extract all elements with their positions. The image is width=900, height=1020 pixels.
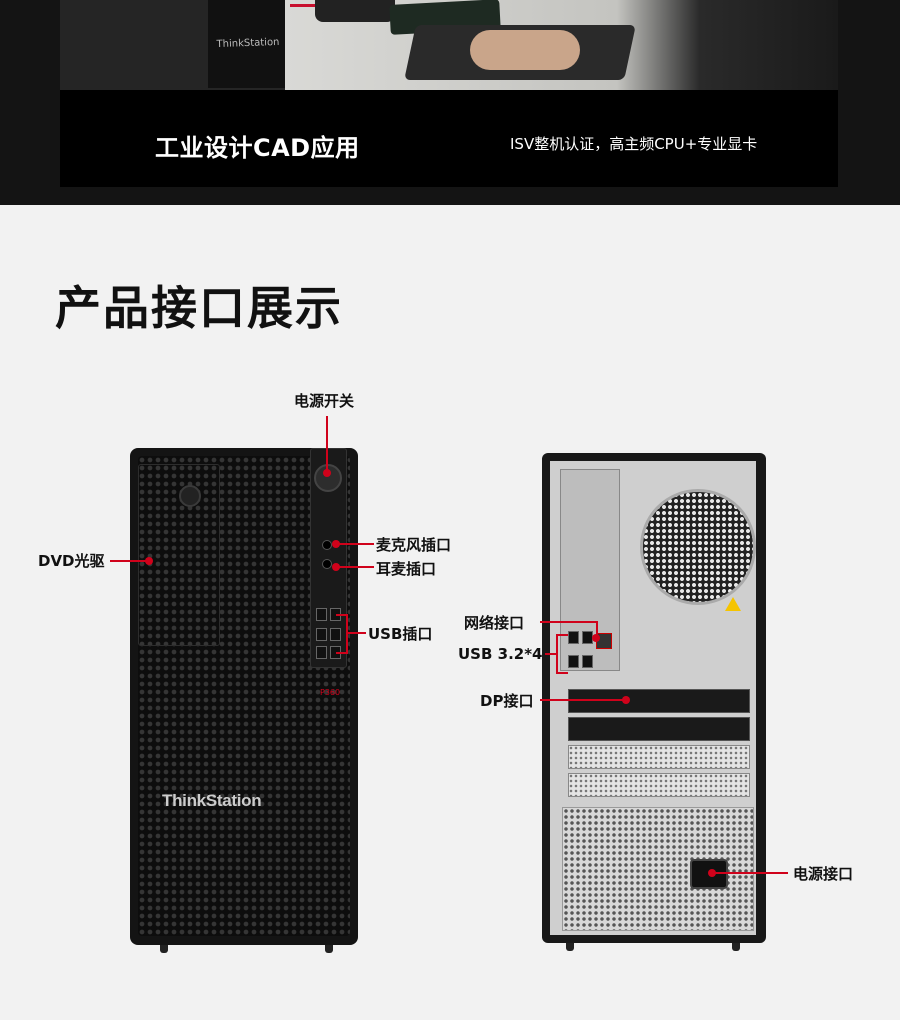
power-socket [690,859,728,889]
tower-foot [566,943,574,951]
expansion-slot [568,745,750,769]
dvd-eject-button [179,485,201,507]
callout-dot [323,469,331,477]
usb-port [582,655,593,668]
callout-network: 网络接口 [464,614,525,632]
graphics-card-slot [568,717,750,741]
callout-dot [622,696,630,704]
mic-jack [322,540,332,550]
rear-tower [542,453,766,951]
callout-line [346,632,366,634]
callout-line [712,872,788,874]
usb-port [316,608,327,621]
banner-left-text: 工业设计CAD应用 [155,134,360,162]
section-title: 产品接口展示 [55,281,343,335]
callout-line [556,634,568,636]
headphone-jack [322,559,332,569]
usb-port [316,646,327,659]
callout-front-usb: USB插口 [368,625,433,643]
callout-line [545,653,557,655]
callout-dp: DP接口 [480,692,534,710]
callout-dot [332,563,340,571]
banner-right-text: ISV整机认证，高主频CPU+专业显卡 [510,135,758,153]
callout-line [540,621,596,623]
callout-line [540,699,626,701]
callout-line [556,672,568,674]
usb-port [568,631,579,644]
workstation-photo: ThinkStation [60,0,838,90]
tower-foot [732,943,740,951]
model-badge: P360 [320,688,341,697]
dvd-drive-bay [138,464,220,646]
expansion-slot [568,773,750,797]
rear-panel [550,461,756,935]
usb-port [568,655,579,668]
callout-mic: 麦克风插口 [376,536,452,554]
callout-line [326,416,328,472]
callout-power-socket: 电源接口 [793,865,854,883]
callout-dot [592,634,600,642]
tower-foot [160,945,168,953]
feature-banner: ThinkStation 工业设计CAD应用 ISV整机认证，高主频CPU+专业… [0,0,900,205]
callout-rear-usb: USB 3.2*4 [458,645,543,663]
callout-dot [145,557,153,565]
callout-bracket [556,634,558,674]
caution-icon [725,597,741,611]
tower-foot [325,945,333,953]
callout-line [596,621,598,635]
callout-line [336,543,374,545]
callout-bracket [346,614,348,654]
usb-port [330,628,341,641]
thinkstation-logo: ThinkStation [162,791,262,810]
callout-line [336,614,348,616]
front-tower: P360 ThinkStation [130,448,358,953]
rear-fan [640,489,756,605]
callout-headphone: 耳麦插口 [376,560,437,578]
callout-line [336,566,374,568]
callout-dot [332,540,340,548]
callout-dot [708,869,716,877]
power-button [314,464,342,492]
graphics-card-slot [568,689,750,713]
callout-dvd: DVD光驱 [38,552,105,570]
usb-port [316,628,327,641]
callout-line [110,560,148,562]
banner-caption-band: 工业设计CAD应用 ISV整机认证，高主频CPU+专业显卡 [60,90,838,187]
callout-line [336,652,348,654]
callout-power-switch: 电源开关 [294,392,355,410]
